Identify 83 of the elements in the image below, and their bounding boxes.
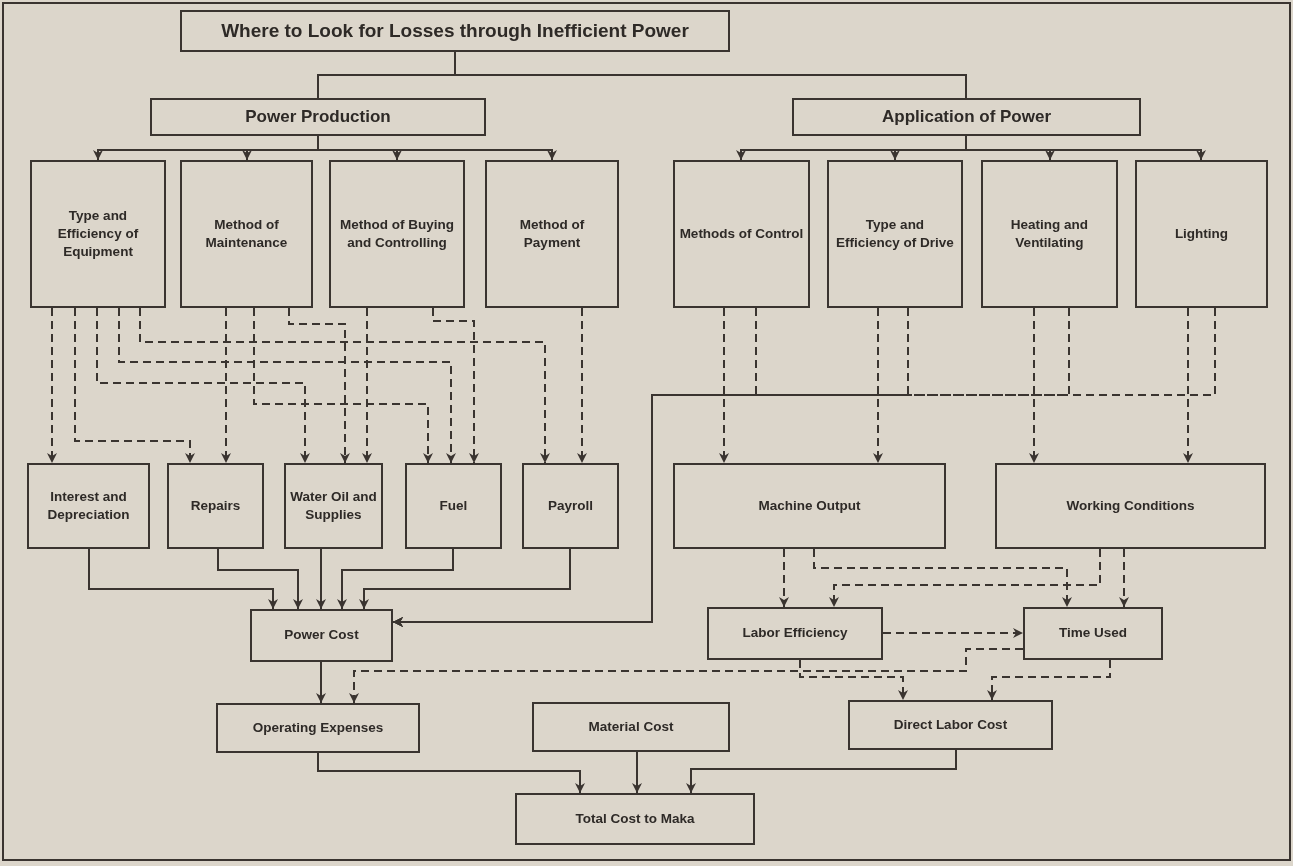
factor-box	[848, 700, 1053, 750]
factor-box	[995, 463, 1266, 549]
box-label: Total Cost to Maka	[575, 809, 695, 828]
arrow	[96, 307, 310, 464]
arrow	[337, 548, 454, 610]
factor-box	[216, 703, 420, 753]
arrow	[349, 648, 1024, 704]
factor-box	[329, 160, 465, 308]
box-label: Operating Expenses	[252, 718, 384, 737]
box-label: Interest and Depreciation	[46, 487, 131, 524]
box-label: Lighting	[1174, 224, 1229, 243]
arrow	[1119, 548, 1129, 608]
box-label: Method of Buying and Controlling	[339, 215, 455, 252]
arrow	[719, 307, 729, 464]
factor-box	[1135, 160, 1268, 308]
box-label: Method of Maintenance	[204, 215, 289, 252]
arrow	[799, 659, 908, 701]
arrow	[779, 548, 789, 608]
arrow	[74, 307, 195, 464]
arrow	[359, 548, 571, 610]
arrow	[577, 307, 587, 464]
arrow	[316, 548, 326, 610]
box-label: Payroll	[548, 496, 593, 515]
arrow	[686, 749, 957, 794]
box-label: Power Production	[245, 105, 391, 128]
box-label: Fuel	[439, 496, 468, 515]
factor-box	[27, 463, 150, 549]
box-label: Repairs	[190, 496, 241, 515]
box-label: Heating and Ventilating	[1009, 215, 1090, 252]
arrow	[288, 307, 350, 464]
factor-box	[1023, 607, 1163, 660]
factor-box	[532, 702, 730, 752]
arrow	[118, 307, 456, 464]
arrow	[139, 307, 550, 464]
arrow	[217, 548, 303, 610]
arrow	[882, 628, 1024, 638]
box-label: Type and Efficiency of Drive	[835, 215, 955, 252]
factor-box	[673, 463, 946, 549]
factor-box	[250, 609, 393, 662]
arrow	[221, 307, 231, 464]
factor-box	[981, 160, 1118, 308]
arrow	[88, 548, 278, 610]
box-label: Machine Output	[758, 496, 861, 515]
arrow	[316, 661, 326, 704]
box-label: Method of Payment	[518, 215, 586, 252]
arrow	[829, 548, 1101, 608]
arrow	[317, 752, 585, 794]
factor-box	[707, 607, 883, 660]
arrow	[987, 659, 1111, 701]
factor-box	[167, 463, 264, 549]
factor-box	[30, 160, 166, 308]
box-label: Type and Efficiency of Equipment	[56, 206, 140, 262]
box-label: Material Cost	[588, 717, 674, 736]
factor-box	[284, 463, 383, 549]
title-text: Where to Look for Losses through Inefficient Power	[221, 19, 689, 44]
arrow	[873, 307, 883, 464]
category-box	[792, 98, 1141, 136]
box-label: Time Used	[1059, 624, 1127, 643]
box-label: Direct Labor Cost	[893, 715, 1008, 734]
arrow	[362, 307, 372, 464]
factor-box	[827, 160, 963, 308]
factor-box	[405, 463, 502, 549]
factor-box	[673, 160, 810, 308]
arrow	[432, 307, 479, 464]
box-label: Power Cost	[284, 626, 359, 645]
box-label: Water Oil and Supplies	[290, 487, 377, 524]
factor-box	[522, 463, 619, 549]
arrow	[1183, 307, 1193, 464]
box-label: Application of Power	[881, 105, 1052, 128]
arrow	[632, 751, 642, 794]
arrow	[47, 307, 57, 464]
factor-box	[180, 160, 313, 308]
category-box	[150, 98, 486, 136]
arrow	[1029, 307, 1039, 464]
box-label: Working Conditions	[1066, 496, 1195, 515]
factor-box	[515, 793, 755, 845]
box-label: Methods of Control	[679, 224, 804, 243]
arrow	[392, 307, 1216, 627]
box-label: Labor Efficiency	[742, 624, 848, 643]
title-box	[180, 10, 730, 52]
arrow	[253, 307, 433, 464]
arrow	[813, 548, 1072, 608]
factor-box	[485, 160, 619, 308]
